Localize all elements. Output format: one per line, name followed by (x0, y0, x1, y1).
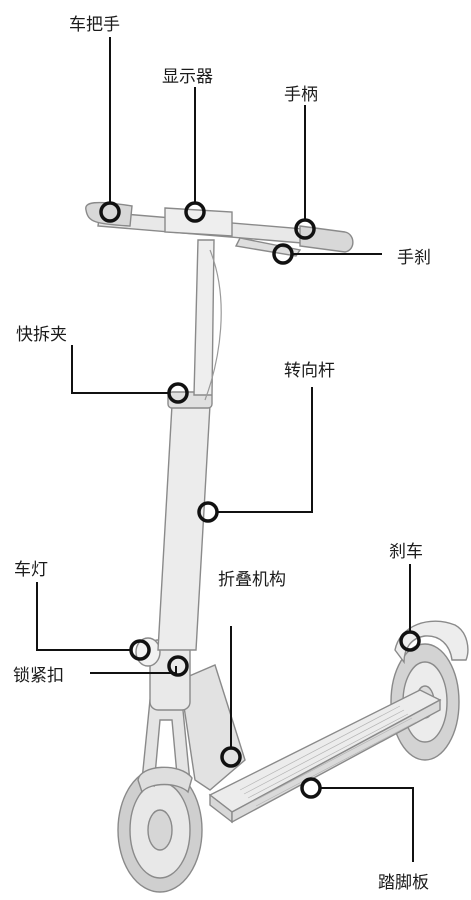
label-hand-brake: 手刹 (397, 248, 431, 268)
ring-headlight (129, 639, 151, 661)
ring-quick-release (167, 382, 189, 404)
callout-rings (99, 201, 421, 799)
ring-handlebar (99, 201, 121, 223)
callout-line-footboard (320, 787, 414, 862)
label-quick-release-clamp: 快拆夹 (16, 325, 67, 345)
label-handlebar: 车把手 (69, 15, 120, 35)
label-folding-mechanism: 折叠机构 (218, 570, 286, 590)
label-footboard: 踏脚板 (378, 873, 429, 893)
label-grip: 手柄 (284, 85, 318, 105)
ring-footboard (300, 777, 322, 799)
callout-line-headlight (36, 582, 131, 651)
label-display: 显示器 (162, 67, 213, 87)
ring-steering-stem (197, 501, 219, 523)
callout-line-steering-stem (217, 387, 313, 513)
stem-upper (193, 239, 215, 396)
ring-rear-brake (399, 630, 421, 652)
folding-block (179, 664, 246, 791)
front-wheel (117, 767, 203, 893)
callout-lines (36, 37, 414, 862)
left-grip (85, 201, 133, 227)
label-steering-stem: 转向杆 (284, 361, 335, 381)
label-headlight: 车灯 (14, 560, 48, 580)
ring-grip (294, 218, 316, 240)
label-locking-buckle: 锁紧扣 (13, 666, 64, 686)
ring-display (184, 201, 206, 223)
ring-locking-buckle (167, 655, 189, 677)
stem-lower (157, 404, 211, 651)
ring-hand-brake (272, 243, 294, 265)
label-rear-brake: 刹车 (389, 542, 423, 562)
ring-folding (220, 746, 242, 768)
deck-texture (239, 705, 417, 807)
callout-line-quick-release (71, 345, 169, 394)
